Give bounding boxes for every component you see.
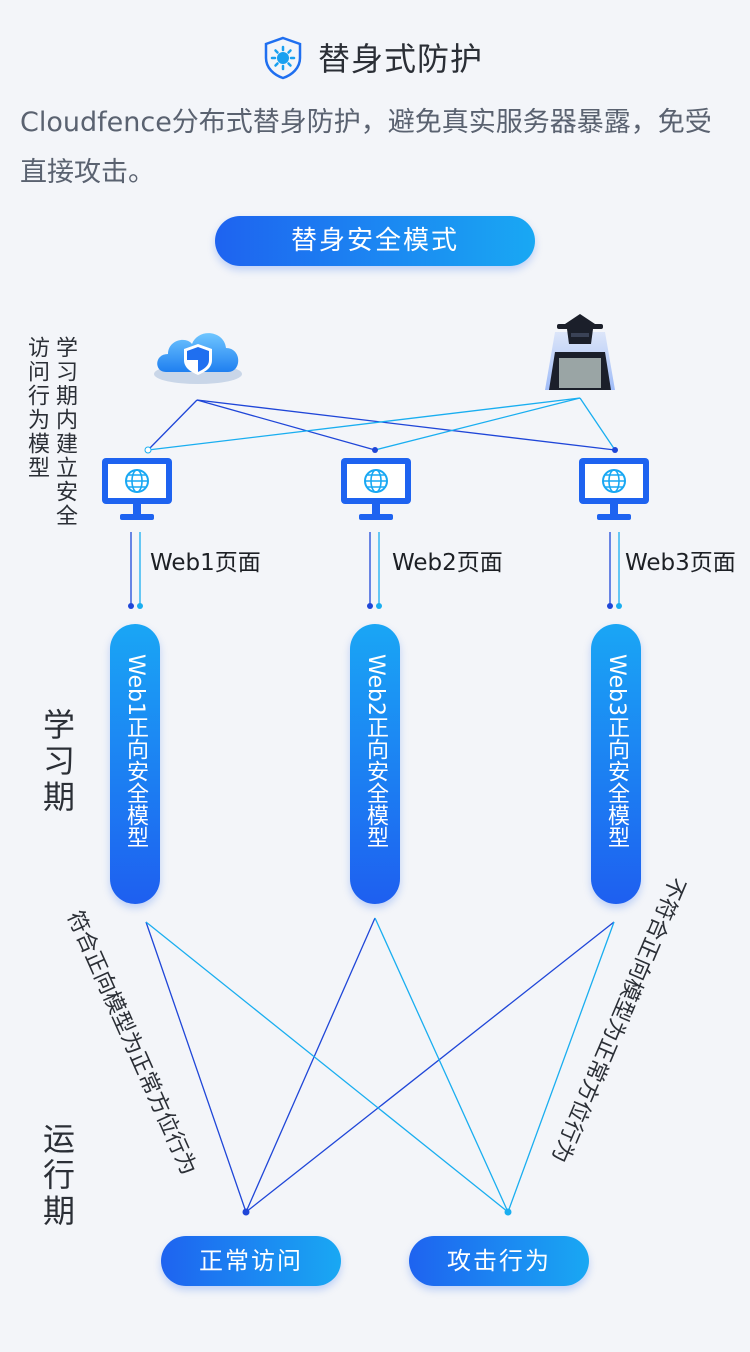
phase-runtime-label: 运行期 <box>38 1122 76 1230</box>
web2-model-pill: Web2正向安全模型 <box>350 624 400 904</box>
web3-label: Web3页面 <box>625 550 736 576</box>
web1-model-label: Web1正向安全模型 <box>123 654 148 848</box>
side-note-line-1: 学习期内建立安全 <box>52 336 77 528</box>
web2-model-label: Web2正向安全模型 <box>363 654 388 848</box>
cloud-shield-icon <box>154 333 242 384</box>
hacker-icon <box>545 314 615 390</box>
page-description: Cloudfence分布式替身防护，避免真实服务器暴露，免受直接攻击。 <box>20 107 712 188</box>
monitor-globe-icon <box>579 458 649 520</box>
mode-badge: 替身安全模式 <box>215 216 535 266</box>
attack-behavior-pill: 攻击行为 <box>409 1236 589 1286</box>
web3-model-label: Web3正向安全模型 <box>604 654 629 848</box>
web3-model-pill: Web3正向安全模型 <box>591 624 641 904</box>
side-note-line-2: 访问行为模型 <box>24 336 49 480</box>
shield-gear-icon <box>264 36 302 80</box>
web1-label: Web1页面 <box>150 550 261 576</box>
page-title: 替身式防护 <box>318 40 484 78</box>
monitor-globe-icon <box>102 458 172 520</box>
phase-learning-label: 学习期 <box>38 708 76 816</box>
monitor-globe-icon <box>341 458 411 520</box>
web2-label: Web2页面 <box>392 550 503 576</box>
web1-model-pill: Web1正向安全模型 <box>110 624 160 904</box>
normal-access-pill: 正常访问 <box>161 1236 341 1286</box>
